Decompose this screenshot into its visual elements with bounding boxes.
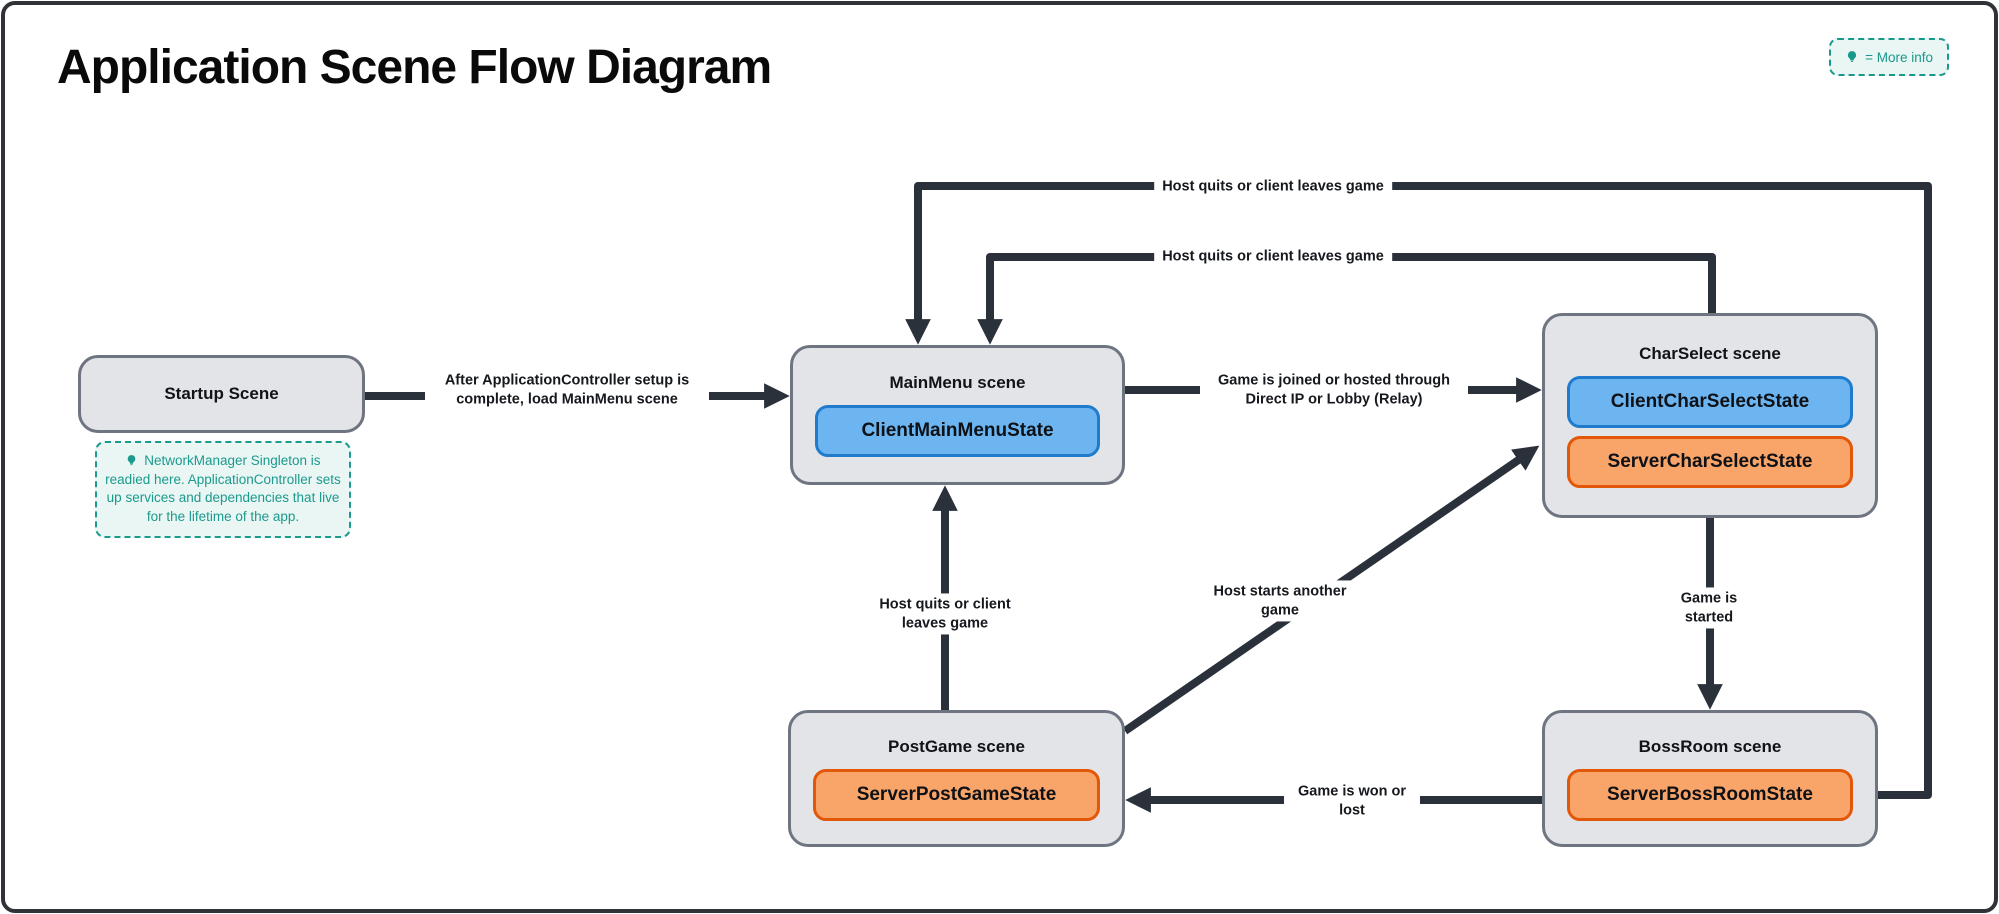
node-charselect-scene: CharSelect scene ClientCharSelectState S…	[1542, 313, 1878, 518]
edge-label-startup-to-mainmenu: After ApplicationController setup is com…	[425, 369, 709, 411]
lightbulb-icon	[125, 453, 144, 468]
node-startup-scene: Startup Scene	[78, 355, 365, 433]
node-postgame-scene: PostGame scene ServerPostGameState	[788, 710, 1125, 847]
state-chip-server-bossroom: ServerBossRoomState	[1567, 768, 1853, 821]
node-mainmenu-scene: MainMenu scene ClientMainMenuState	[790, 345, 1125, 485]
node-title: MainMenu scene	[889, 373, 1026, 392]
edge-label-postgame-to-mainmenu: Host quits or client leaves game	[856, 593, 1034, 635]
state-chip-client-mainmenu: ClientMainMenuState	[815, 405, 1100, 457]
startup-note: NetworkManager Singleton is readied here…	[95, 441, 351, 538]
node-title: PostGame scene	[887, 736, 1025, 756]
state-chip-server-charselect: ServerCharSelectState	[1567, 435, 1853, 488]
node-bossroom-scene: BossRoom scene ServerBossRoomState	[1542, 710, 1878, 847]
node-title: BossRoom scene	[1638, 736, 1782, 756]
edge-label-postgame-to-charselect: Host starts another game	[1188, 580, 1372, 622]
page-title: Application Scene Flow Diagram	[57, 41, 772, 94]
legend-more-info-badge: = More info	[1829, 38, 1949, 76]
state-chip-client-charselect: ClientCharSelectState	[1567, 375, 1853, 428]
state-chip-server-postgame: ServerPostGameState	[813, 768, 1100, 821]
edge-label-charselect-to-bossroom: Game is started	[1659, 587, 1759, 629]
node-title: CharSelect scene	[1639, 343, 1781, 363]
edge-label-bossroom-to-postgame: Game is won or lost	[1284, 780, 1420, 822]
edge-label-charselect-to-mainmenu: Host quits or client leaves game	[1154, 245, 1392, 269]
node-title: Startup Scene	[164, 384, 279, 403]
legend-label: = More info	[1865, 49, 1933, 65]
lightbulb-icon	[1845, 50, 1859, 64]
edge-label-mainmenu-to-charselect: Game is joined or hosted through Direct …	[1200, 369, 1468, 411]
note-text: NetworkManager Singleton is readied here…	[105, 453, 341, 524]
edge-label-bossroom-to-mainmenu: Host quits or client leaves game	[1154, 175, 1392, 199]
